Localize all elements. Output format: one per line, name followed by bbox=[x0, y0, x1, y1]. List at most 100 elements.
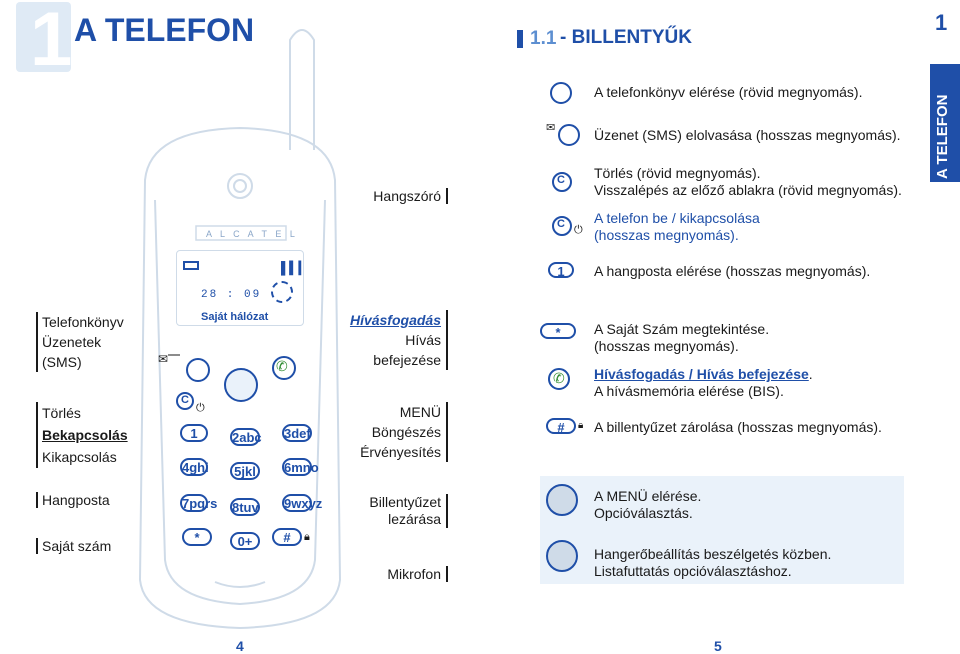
chapter-number: 1 bbox=[30, 0, 73, 82]
key-7[interactable]: 7pqrs bbox=[180, 494, 218, 512]
desc-phonebook: A telefonkönyv elérése (rövid megnyomás)… bbox=[594, 84, 863, 100]
c-key-icon-label: C bbox=[557, 174, 565, 186]
page-number-right: 5 bbox=[714, 638, 722, 654]
label-end-call-1: Hívás bbox=[405, 332, 441, 348]
nav-key-scroll-icon bbox=[546, 540, 578, 572]
brand-logo: A L C A T E L bbox=[206, 229, 298, 239]
power-icon: ⏻ bbox=[196, 402, 205, 414]
label-microphone: Mikrofon bbox=[387, 566, 441, 582]
sms-key-icon bbox=[558, 124, 580, 146]
desc-answer-line: Hívásfogadás / Hívás befejezése. bbox=[594, 366, 813, 383]
c-key-icon bbox=[552, 172, 572, 192]
lock-icon: 🔒︎ bbox=[578, 420, 584, 431]
lock-icon: 🔒︎ bbox=[304, 531, 310, 543]
section-bar bbox=[517, 30, 523, 48]
label-keylock-group: Billentyűzet lezárása bbox=[369, 494, 448, 528]
desc-sms: Üzenet (SMS) elolvasása (hosszas megnyom… bbox=[594, 127, 901, 143]
phonebook-key-icon bbox=[550, 82, 572, 104]
key-hash[interactable]: # bbox=[272, 528, 302, 546]
envelope-icon: ✉ bbox=[546, 122, 556, 134]
c-power-key-icon bbox=[552, 216, 572, 236]
side-tab: A TELEFON bbox=[930, 64, 960, 182]
c-key[interactable] bbox=[176, 392, 194, 410]
phonebook-key[interactable] bbox=[186, 358, 210, 382]
key-0[interactable]: 0+ bbox=[230, 532, 260, 550]
label-end-call-2: befejezése bbox=[373, 352, 441, 368]
label-own-number-group: Saját szám bbox=[36, 538, 111, 554]
label-speaker: Hangszóró bbox=[373, 188, 441, 204]
section-title: - BILLENTYŰK bbox=[560, 27, 692, 48]
page-number-left: 4 bbox=[236, 638, 244, 654]
nav-key-center-icon bbox=[546, 484, 578, 516]
section-number: 1.1 bbox=[530, 28, 557, 49]
desc-answer-dot: . bbox=[808, 366, 813, 382]
handset-icon: ✆ bbox=[553, 370, 565, 386]
label-phonebook: Telefonkönyv bbox=[42, 314, 124, 330]
desc-option: Opcióválasztás. bbox=[594, 505, 693, 521]
desc-call-memory: A hívásmemória elérése (BIS). bbox=[594, 383, 784, 399]
key-4[interactable]: 4ghi bbox=[180, 458, 209, 476]
label-answer: Hívásfogadás bbox=[349, 312, 441, 328]
battery-icon bbox=[183, 261, 199, 270]
voicemail-key-icon: 1 bbox=[548, 262, 574, 279]
key-3[interactable]: 3def bbox=[282, 424, 312, 442]
label-call-group: Hívásfogadás Hívás befejezése bbox=[350, 310, 448, 370]
desc-delete: Törlés (rövid megnyomás). bbox=[594, 165, 761, 181]
power-icon: ⏻ bbox=[574, 224, 583, 236]
desc-own-number-long: (hosszas megnyomás). bbox=[594, 338, 739, 354]
desc-volume: Hangerőbeállítás beszélgetés közben. bbox=[594, 546, 832, 562]
phone-screen: ▌▍▎ 28 : 09 Saját hálózat bbox=[176, 250, 308, 326]
desc-keylock: A billentyűzet zárolása (hosszas megnyom… bbox=[594, 419, 882, 435]
handset-icon: ✆ bbox=[276, 358, 288, 374]
handset-key-icon bbox=[548, 368, 570, 390]
label-keylock-1: Billentyűzet bbox=[369, 494, 441, 510]
chapter-title: A TELEFON bbox=[74, 12, 255, 48]
desc-menu: A MENÜ elérése. bbox=[594, 488, 702, 504]
corner-chapter-number: 1 bbox=[935, 10, 948, 35]
desc-answer: Hívásfogadás / Hívás befejezése bbox=[594, 366, 809, 382]
desc-power: A telefon be / kikapcsolása bbox=[594, 210, 760, 226]
signal-icon: ▌▍▎ bbox=[281, 261, 308, 275]
envelope-icon: ✉ bbox=[158, 352, 169, 366]
label-messages: Üzenetek bbox=[42, 334, 102, 350]
key-6[interactable]: 6mno bbox=[282, 458, 319, 476]
key-9[interactable]: 9wxyz bbox=[282, 494, 323, 512]
desc-voicemail: A hangposta elérése (hosszas megnyomás). bbox=[594, 263, 871, 279]
navigation-highlight-box bbox=[540, 476, 904, 584]
key-5[interactable]: 5jkl bbox=[230, 462, 260, 480]
label-keylock-2: lezárása bbox=[388, 511, 441, 527]
label-power-on: Bekapcsolás bbox=[42, 427, 128, 443]
chapter-number-block: 1 bbox=[16, 0, 72, 82]
desc-scroll: Listafuttatás opcióválasztáshoz. bbox=[594, 563, 792, 579]
clock-icon bbox=[271, 281, 293, 303]
label-browse: Böngészés bbox=[371, 424, 441, 440]
label-menu-group: MENÜ Böngészés Érvényesítés bbox=[360, 402, 448, 462]
desc-power-long: (hosszas megnyomás). bbox=[594, 227, 739, 243]
label-power-group: Törlés Bekapcsolás Kikapcsolás bbox=[36, 402, 128, 468]
label-power-off: Kikapcsolás bbox=[42, 449, 117, 465]
key-1[interactable]: 1 bbox=[180, 424, 208, 442]
label-sms: (SMS) bbox=[42, 354, 82, 370]
label-microphone-group: Mikrofon bbox=[387, 566, 448, 582]
c-key-label: C bbox=[181, 394, 189, 406]
label-menu: MENÜ bbox=[399, 404, 441, 420]
key-8[interactable]: 8tuv bbox=[230, 498, 260, 516]
navigation-key[interactable] bbox=[224, 368, 258, 402]
hash-key-icon: # bbox=[546, 418, 576, 435]
key-star[interactable]: * bbox=[182, 528, 212, 546]
label-phonebook-group: Telefonkönyv Üzenetek (SMS) bbox=[36, 312, 124, 372]
screen-network: Saját hálózat bbox=[201, 311, 269, 323]
label-voicemail: Hangposta bbox=[42, 492, 110, 508]
screen-time: 28 : 09 bbox=[201, 289, 262, 301]
star-key-icon: * bbox=[540, 323, 576, 340]
desc-back: Visszalépés az előző ablakra (rövid megn… bbox=[594, 182, 902, 198]
key-2[interactable]: 2abc bbox=[230, 428, 262, 446]
call-key[interactable] bbox=[272, 356, 296, 380]
desc-own-number: A Saját Szám megtekintése. bbox=[594, 321, 770, 337]
c-power-key-icon-label: C bbox=[557, 218, 565, 230]
label-delete: Törlés bbox=[42, 405, 81, 421]
label-validate: Érvényesítés bbox=[360, 444, 441, 460]
label-own-number: Saját szám bbox=[42, 538, 112, 554]
label-voicemail-group: Hangposta bbox=[36, 492, 110, 508]
